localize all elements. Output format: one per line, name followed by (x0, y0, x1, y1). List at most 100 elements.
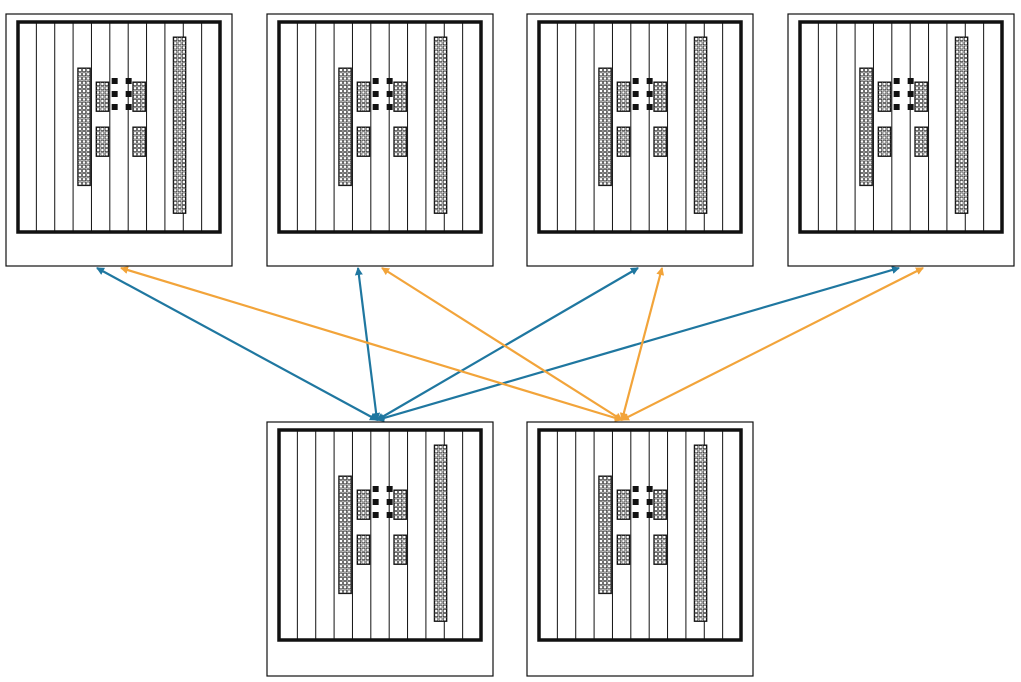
port (177, 96, 182, 100)
supervisor-indicator (646, 104, 653, 110)
port (434, 516, 439, 521)
linecard-small-ports-border (356, 534, 371, 565)
port (177, 138, 182, 142)
port (361, 507, 366, 511)
port (959, 117, 964, 121)
port (438, 478, 443, 483)
port (343, 564, 347, 569)
port (886, 131, 891, 136)
port (339, 152, 343, 156)
port (434, 133, 439, 138)
port (860, 68, 864, 72)
port (963, 138, 968, 142)
port (442, 175, 447, 180)
port (438, 104, 443, 109)
port (438, 159, 443, 163)
port (357, 560, 362, 565)
port (599, 568, 603, 573)
linecard-small-ports (132, 126, 146, 157)
port (860, 139, 864, 144)
port (702, 609, 707, 613)
port (955, 49, 960, 54)
port (694, 533, 699, 538)
port (173, 154, 178, 159)
device-bottom-2 (526, 421, 754, 677)
port (702, 483, 707, 487)
port (702, 184, 707, 188)
port (402, 502, 407, 507)
port (963, 167, 968, 172)
port (963, 87, 968, 92)
port (347, 156, 352, 161)
port (394, 543, 398, 548)
supervisor-indicator (893, 104, 900, 110)
supervisor-indicator (111, 91, 118, 97)
port (702, 600, 707, 605)
port (662, 543, 667, 548)
port (603, 127, 607, 131)
port (82, 110, 86, 114)
port (343, 585, 347, 590)
port (603, 556, 607, 560)
port (438, 499, 443, 504)
port (694, 146, 699, 151)
device-outer-frame (266, 421, 494, 677)
port (868, 127, 873, 131)
port (434, 495, 439, 500)
port (365, 494, 370, 499)
port (625, 535, 630, 539)
port (662, 139, 667, 144)
port (915, 139, 919, 144)
port (702, 457, 707, 462)
port (702, 529, 707, 533)
port (919, 90, 923, 95)
port (915, 82, 919, 86)
port (607, 589, 612, 594)
port (617, 494, 622, 499)
port (702, 150, 707, 155)
port (603, 68, 607, 72)
port (347, 526, 352, 531)
port (78, 177, 82, 182)
port (438, 495, 443, 500)
port (702, 37, 707, 41)
port (104, 144, 109, 148)
port (343, 488, 347, 493)
port (625, 148, 630, 152)
port (694, 41, 699, 46)
linecard-small-ports-border (393, 534, 407, 565)
port (347, 539, 352, 543)
port (365, 99, 370, 103)
port (698, 457, 703, 462)
port (347, 76, 352, 81)
port (133, 99, 137, 103)
port (607, 164, 612, 169)
port (357, 552, 362, 556)
port (357, 547, 362, 552)
port (86, 181, 91, 186)
port (181, 79, 186, 83)
port (599, 173, 603, 177)
linecard-left-ports (859, 67, 873, 187)
port (617, 511, 622, 515)
port (434, 504, 439, 508)
port (133, 94, 137, 99)
port (658, 539, 662, 544)
port (442, 558, 447, 563)
port (694, 62, 699, 67)
supervisor-indicator (907, 91, 914, 97)
port (694, 188, 699, 193)
port (343, 169, 347, 173)
port (694, 87, 699, 92)
port (662, 560, 667, 565)
port (365, 539, 370, 544)
port (860, 85, 864, 89)
linecard-left-ports-border (598, 475, 612, 595)
port (617, 103, 622, 107)
port (617, 139, 622, 144)
port (438, 117, 443, 121)
port (141, 90, 146, 95)
port (923, 127, 928, 131)
linecard-right-ports-border (954, 36, 969, 214)
port (339, 484, 343, 489)
